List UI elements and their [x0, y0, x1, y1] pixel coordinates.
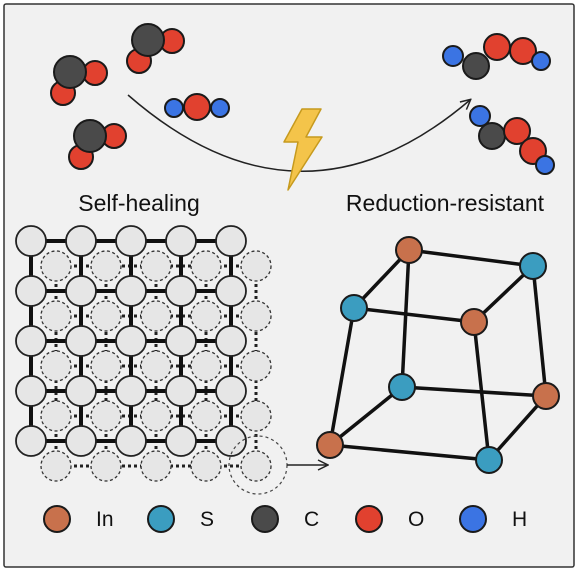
- lattice-atom: [15, 375, 47, 407]
- lattice-atom: [115, 425, 147, 457]
- vacancy-atom: [140, 400, 172, 432]
- lattice-atom: [165, 425, 197, 457]
- lattice-atom: [115, 375, 147, 407]
- lattice-atom: [115, 225, 147, 257]
- legend-swatch: [355, 505, 383, 533]
- legend-item-c: C: [251, 505, 319, 533]
- lattice-atom: [215, 325, 247, 357]
- lattice-atom: [215, 425, 247, 457]
- lattice-atom: [15, 325, 47, 357]
- vacancy-atom: [240, 250, 272, 282]
- vacancy-atom: [90, 250, 122, 282]
- lattice-atom: [65, 425, 97, 457]
- vacancy-atom: [140, 300, 172, 332]
- lattice-atom: [65, 225, 97, 257]
- legend-item-h: H: [459, 505, 527, 533]
- lattice-atom: [115, 325, 147, 357]
- lattice-atom: [215, 375, 247, 407]
- co2-molecule: [50, 55, 108, 106]
- lattice-atom: [15, 425, 47, 457]
- vacancy-atom: [190, 450, 222, 482]
- legend-label: In: [96, 508, 114, 531]
- legend-label: O: [408, 508, 424, 531]
- lattice-atom: [215, 225, 247, 257]
- formate-product: [469, 105, 555, 175]
- self-healing-lattice: [15, 225, 272, 482]
- vacancy-atom: [190, 400, 222, 432]
- legend-swatch: [459, 505, 487, 533]
- lattice-atom: [115, 275, 147, 307]
- lightning-icon: [283, 108, 323, 191]
- in-s-cube: [316, 236, 560, 474]
- vacancy-atom: [40, 250, 72, 282]
- co2-molecule: [126, 23, 185, 74]
- legend-swatch: [147, 505, 175, 533]
- co2-molecule: [68, 119, 127, 170]
- legend-label: S: [200, 508, 214, 531]
- lattice-atom: [165, 325, 197, 357]
- legend-label: H: [512, 508, 527, 531]
- vacancy-atom: [40, 300, 72, 332]
- vacancy-atom: [140, 350, 172, 382]
- vacancy-atom: [90, 450, 122, 482]
- self-healing-title: Self-healing: [78, 190, 199, 216]
- vacancy-atom: [90, 400, 122, 432]
- lattice-atom: [165, 375, 197, 407]
- vacancy-atom: [90, 300, 122, 332]
- lattice-atom: [215, 275, 247, 307]
- lattice-atom: [15, 275, 47, 307]
- lattice-atom: [65, 325, 97, 357]
- vacancy-atom: [240, 350, 272, 382]
- legend-swatch: [43, 505, 71, 533]
- vacancy-atom: [140, 450, 172, 482]
- vacancy-atom: [190, 300, 222, 332]
- vacancy-atom: [40, 350, 72, 382]
- lattice-atom: [165, 275, 197, 307]
- vacancy-atom: [240, 450, 272, 482]
- vacancy-atom: [190, 250, 222, 282]
- h2o-molecule: [164, 93, 230, 121]
- vacancy-atom: [140, 250, 172, 282]
- formate-product: [442, 33, 551, 80]
- lattice-atom: [15, 225, 47, 257]
- vacancy-atom: [240, 300, 272, 332]
- element-legend: In S C O H: [43, 505, 527, 533]
- legend-item-in: In: [43, 505, 114, 533]
- vacancy-atom: [90, 350, 122, 382]
- lattice-atom: [65, 275, 97, 307]
- legend-label: C: [304, 508, 319, 531]
- vacancy-atom: [240, 400, 272, 432]
- lattice-atom: [165, 225, 197, 257]
- vacancy-atom: [40, 450, 72, 482]
- vacancy-atom: [40, 400, 72, 432]
- vacancy-atom: [190, 350, 222, 382]
- legend-item-o: O: [355, 505, 424, 533]
- lattice-atom: [65, 375, 97, 407]
- reduction-resistant-title: Reduction-resistant: [346, 190, 545, 216]
- legend-swatch: [251, 505, 279, 533]
- legend-item-s: S: [147, 505, 214, 533]
